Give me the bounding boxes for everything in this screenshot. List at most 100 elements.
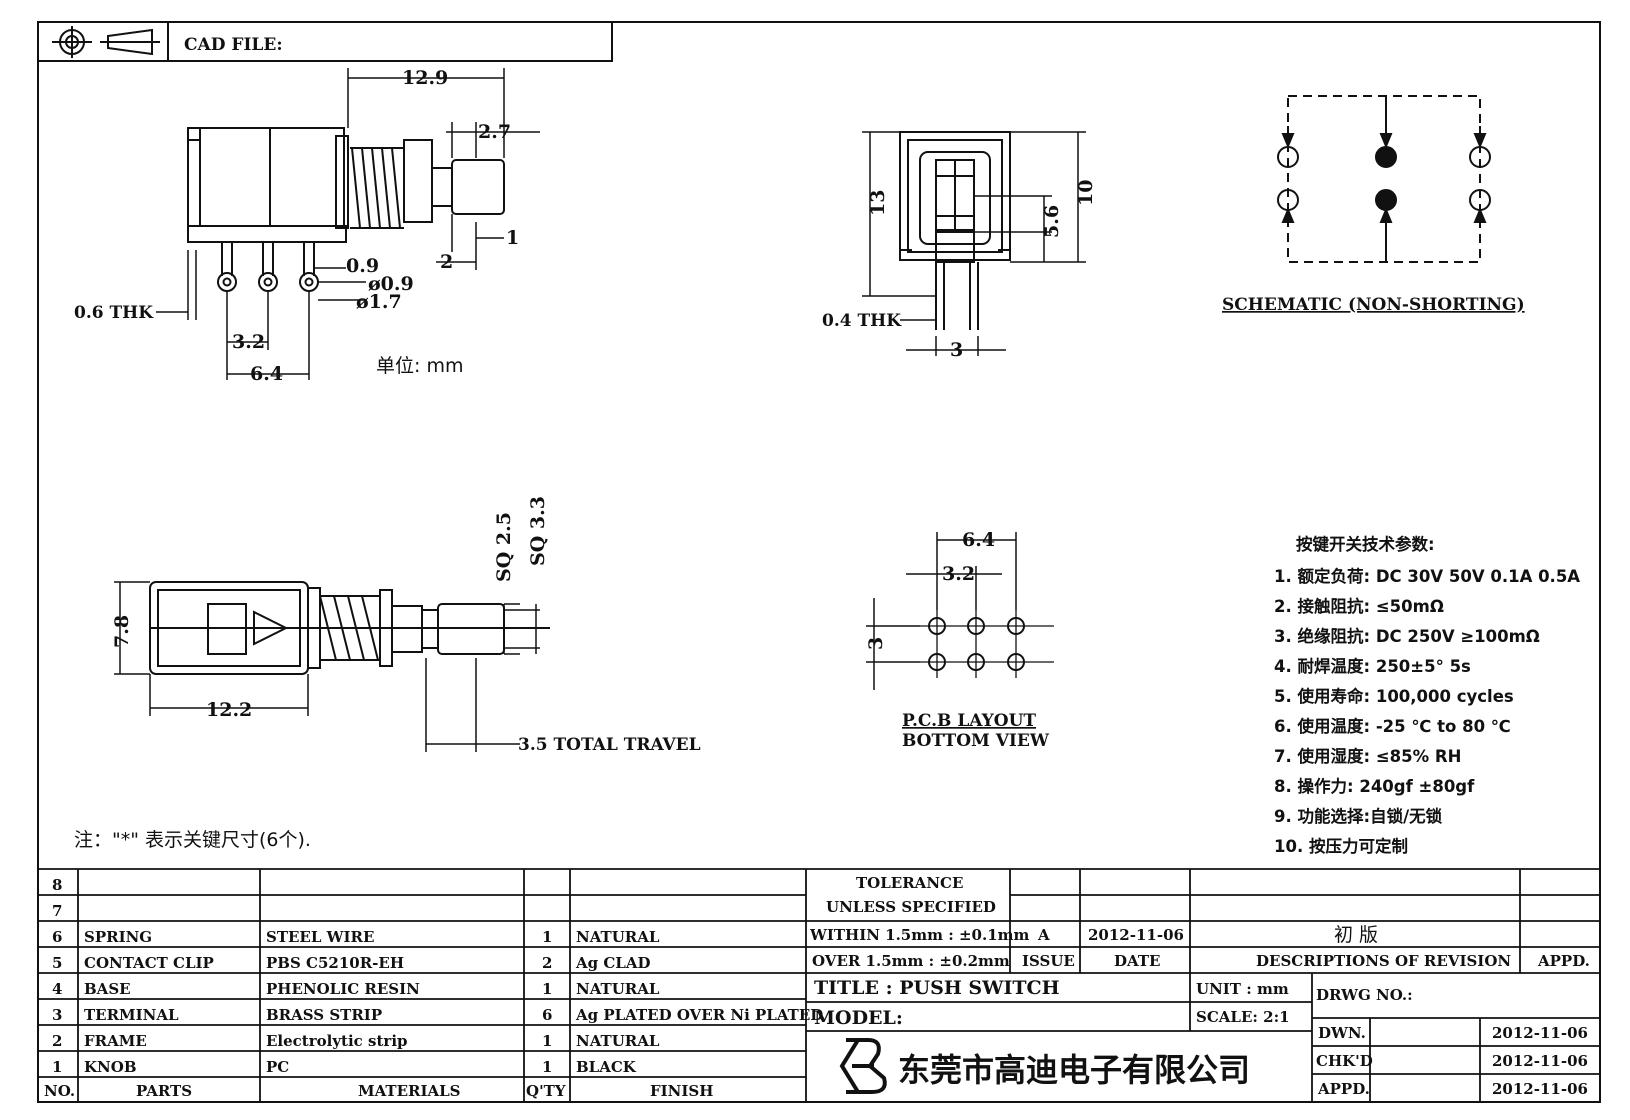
appd-date: 2012-11-06 [1492,1080,1588,1098]
bom-cell-part: FRAME [84,1032,147,1050]
bom-header-finish: FINISH [650,1082,713,1100]
bom-cell-material: PBS C5210R-EH [266,954,404,972]
dim-12-9: 12.9 [402,67,448,89]
dim-1: 1 [506,227,519,249]
cad-file-label: CAD FILE: [184,35,283,55]
top-view [114,581,550,752]
thk-label-front: 0.4 THK [822,311,902,331]
spec-heading: 按键开关技术参数: [1296,534,1435,554]
bom-cell-finish: NATURAL [576,928,660,946]
schematic-diagram [1277,95,1491,263]
bom-cell-material: PHENOLIC RESIN [266,980,420,998]
side-view [156,68,540,380]
dim-pcb-3: 3 [865,637,887,650]
bom-row: 8 [52,876,62,894]
top-view-labels: SQ 2.5 SQ 3.3 7.8 12.2 3.5 TOTAL TRAVEL [111,496,701,755]
dim-7-8: 7.8 [111,615,133,648]
dwn-label: DWN. [1318,1024,1366,1042]
bom-header-qty: Q'TY [526,1082,566,1100]
note-text: 注："*" 表示关键尺寸(6个). [74,829,311,851]
dim-pcb-6-4: 6.4 [962,529,995,551]
title-block-grid [806,868,1600,1102]
pcb-layout [866,532,1054,690]
dim-13: 13 [867,190,889,216]
appd-label-2: APPD. [1317,1080,1370,1098]
bom-cell-material: STEEL WIRE [266,928,374,946]
issue-label: ISSUE [1022,952,1075,970]
tolerance-over: OVER 1.5mm : ±0.2mm [812,952,1010,970]
revision-description: 初 版 [1334,924,1378,946]
bom-cell-no: 8 [52,876,62,894]
bom-cell-no: 5 [52,954,62,972]
bom-cell-part: TERMINAL [84,1006,179,1024]
tolerance-within: WITHIN 1.5mm : ±0.1mm [809,926,1030,944]
bom-cell-no: 7 [52,902,62,920]
spec-item: 3. 绝缘阻抗: DC 250V ≥100mΩ [1274,626,1540,646]
projection-symbol-icon [52,26,160,58]
bom-table-grid [38,868,807,1102]
chkd-label: CHK'D [1316,1052,1373,1070]
spring-coil [350,147,404,229]
dim-hole-dia: ø0.9 [368,273,414,295]
pcb-title-line1: P.C.B LAYOUT [902,711,1036,731]
dwn-date: 2012-11-06 [1492,1024,1588,1042]
dim-pcb-3-2: 3.2 [942,563,975,585]
dim-6-4: 6.4 [250,363,283,385]
spec-item: 7. 使用湿度: ≤85% RH [1274,746,1461,766]
bom-cell-material: BRASS STRIP [266,1006,382,1024]
sheet-border [37,21,1601,1103]
bom-header-no: NO. [44,1082,75,1100]
bom-cell-part: CONTACT CLIP [84,954,214,972]
bom-cell-part: KNOB [84,1058,137,1076]
date-label: DATE [1114,952,1160,970]
front-view-labels: 13 10 5.6 3 0.4 THK [822,180,1097,361]
unit-field: UNIT : mm [1196,980,1289,998]
bom-header-materials: MATERIALS [358,1082,461,1100]
bom-cell-qty: 1 [542,980,552,998]
company-logo-icon [839,1038,887,1094]
dim-pad-dia: ø1.7 [356,291,402,313]
bom-cell-no: 3 [52,1006,62,1024]
bom-cell-qty: 1 [542,928,552,946]
top-spring [319,595,380,661]
unit-label: 单位: mm [376,355,463,377]
bom-cell-no: 1 [52,1058,62,1076]
tolerance-line2: UNLESS SPECIFIED [826,898,996,916]
bom-cell-finish: NATURAL [576,1032,660,1050]
front-view [862,131,1086,356]
bom-cell-qty: 1 [542,1058,552,1076]
dim-2-7: 2.7 [478,121,511,143]
dim-3-front: 3 [950,339,963,361]
bom-cell-part: SPRING [84,928,152,946]
spec-item: 4. 耐焊温度: 250±5° 5s [1274,656,1471,676]
model-label: MODEL: [814,1007,903,1029]
drawing-title: TITLE : PUSH SWITCH [814,977,1060,999]
spec-list: 按键开关技术参数: 1. 额定负荷: DC 30V 50V 0.1A 0.5A … [1274,534,1580,856]
dim-3-2: 3.2 [232,331,265,353]
schematic-title: SCHEMATIC (NON-SHORTING) [1222,295,1525,315]
spec-item: 8. 操作力: 240gf ±80gf [1274,776,1475,796]
spec-item: 6. 使用温度: -25 ℃ to 80 ℃ [1274,716,1511,736]
title-block-texts: TOLERANCE UNLESS SPECIFIED WITHIN 1.5mm … [809,874,1590,1098]
side-view-labels: 12.9 2.7 1 2 0.9 ø0.9 ø1.7 3.2 6.4 0.6 T… [74,67,519,385]
dim-5-6: 5.6 [1041,205,1063,238]
revision-desc-label: DESCRIPTIONS OF REVISION [1256,952,1511,970]
dim-0-9: 0.9 [346,255,379,277]
issue-value: A [1037,926,1050,944]
bom-cell-qty: 6 [542,1006,552,1024]
spec-item: 5. 使用寿命: 100,000 cycles [1274,686,1514,706]
bom-cell-qty: 1 [542,1032,552,1050]
dim-sq-3-3: SQ 3.3 [527,496,549,566]
pcb-labels: 6.4 3.2 3 P.C.B LAYOUT BOTTOM VIEW [865,529,1050,751]
header-block [37,21,613,62]
bom-cell-finish: NATURAL [576,980,660,998]
bom-headers: NO. PARTS MATERIALS Q'TY FINISH [44,1082,713,1100]
dim-12-2: 12.2 [206,699,252,721]
